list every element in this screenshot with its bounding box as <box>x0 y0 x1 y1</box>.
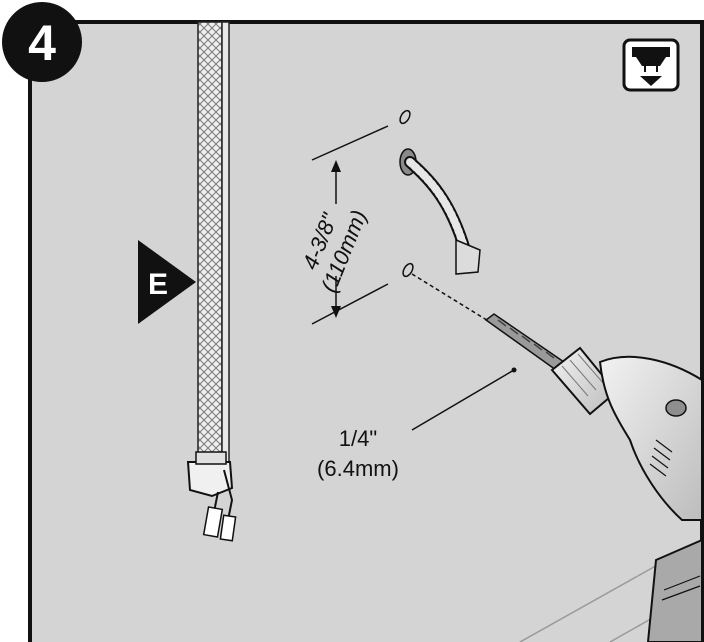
illustration-frame <box>30 22 702 642</box>
callout-letter: E <box>148 268 168 301</box>
step-number: 4 <box>28 15 56 71</box>
drill-bit-imperial: 1/4" <box>339 426 377 451</box>
drill-bit-metric: (6.4mm) <box>317 456 399 481</box>
under-sink-mount-icon <box>624 40 678 90</box>
step-number-badge: 4 <box>2 2 82 82</box>
